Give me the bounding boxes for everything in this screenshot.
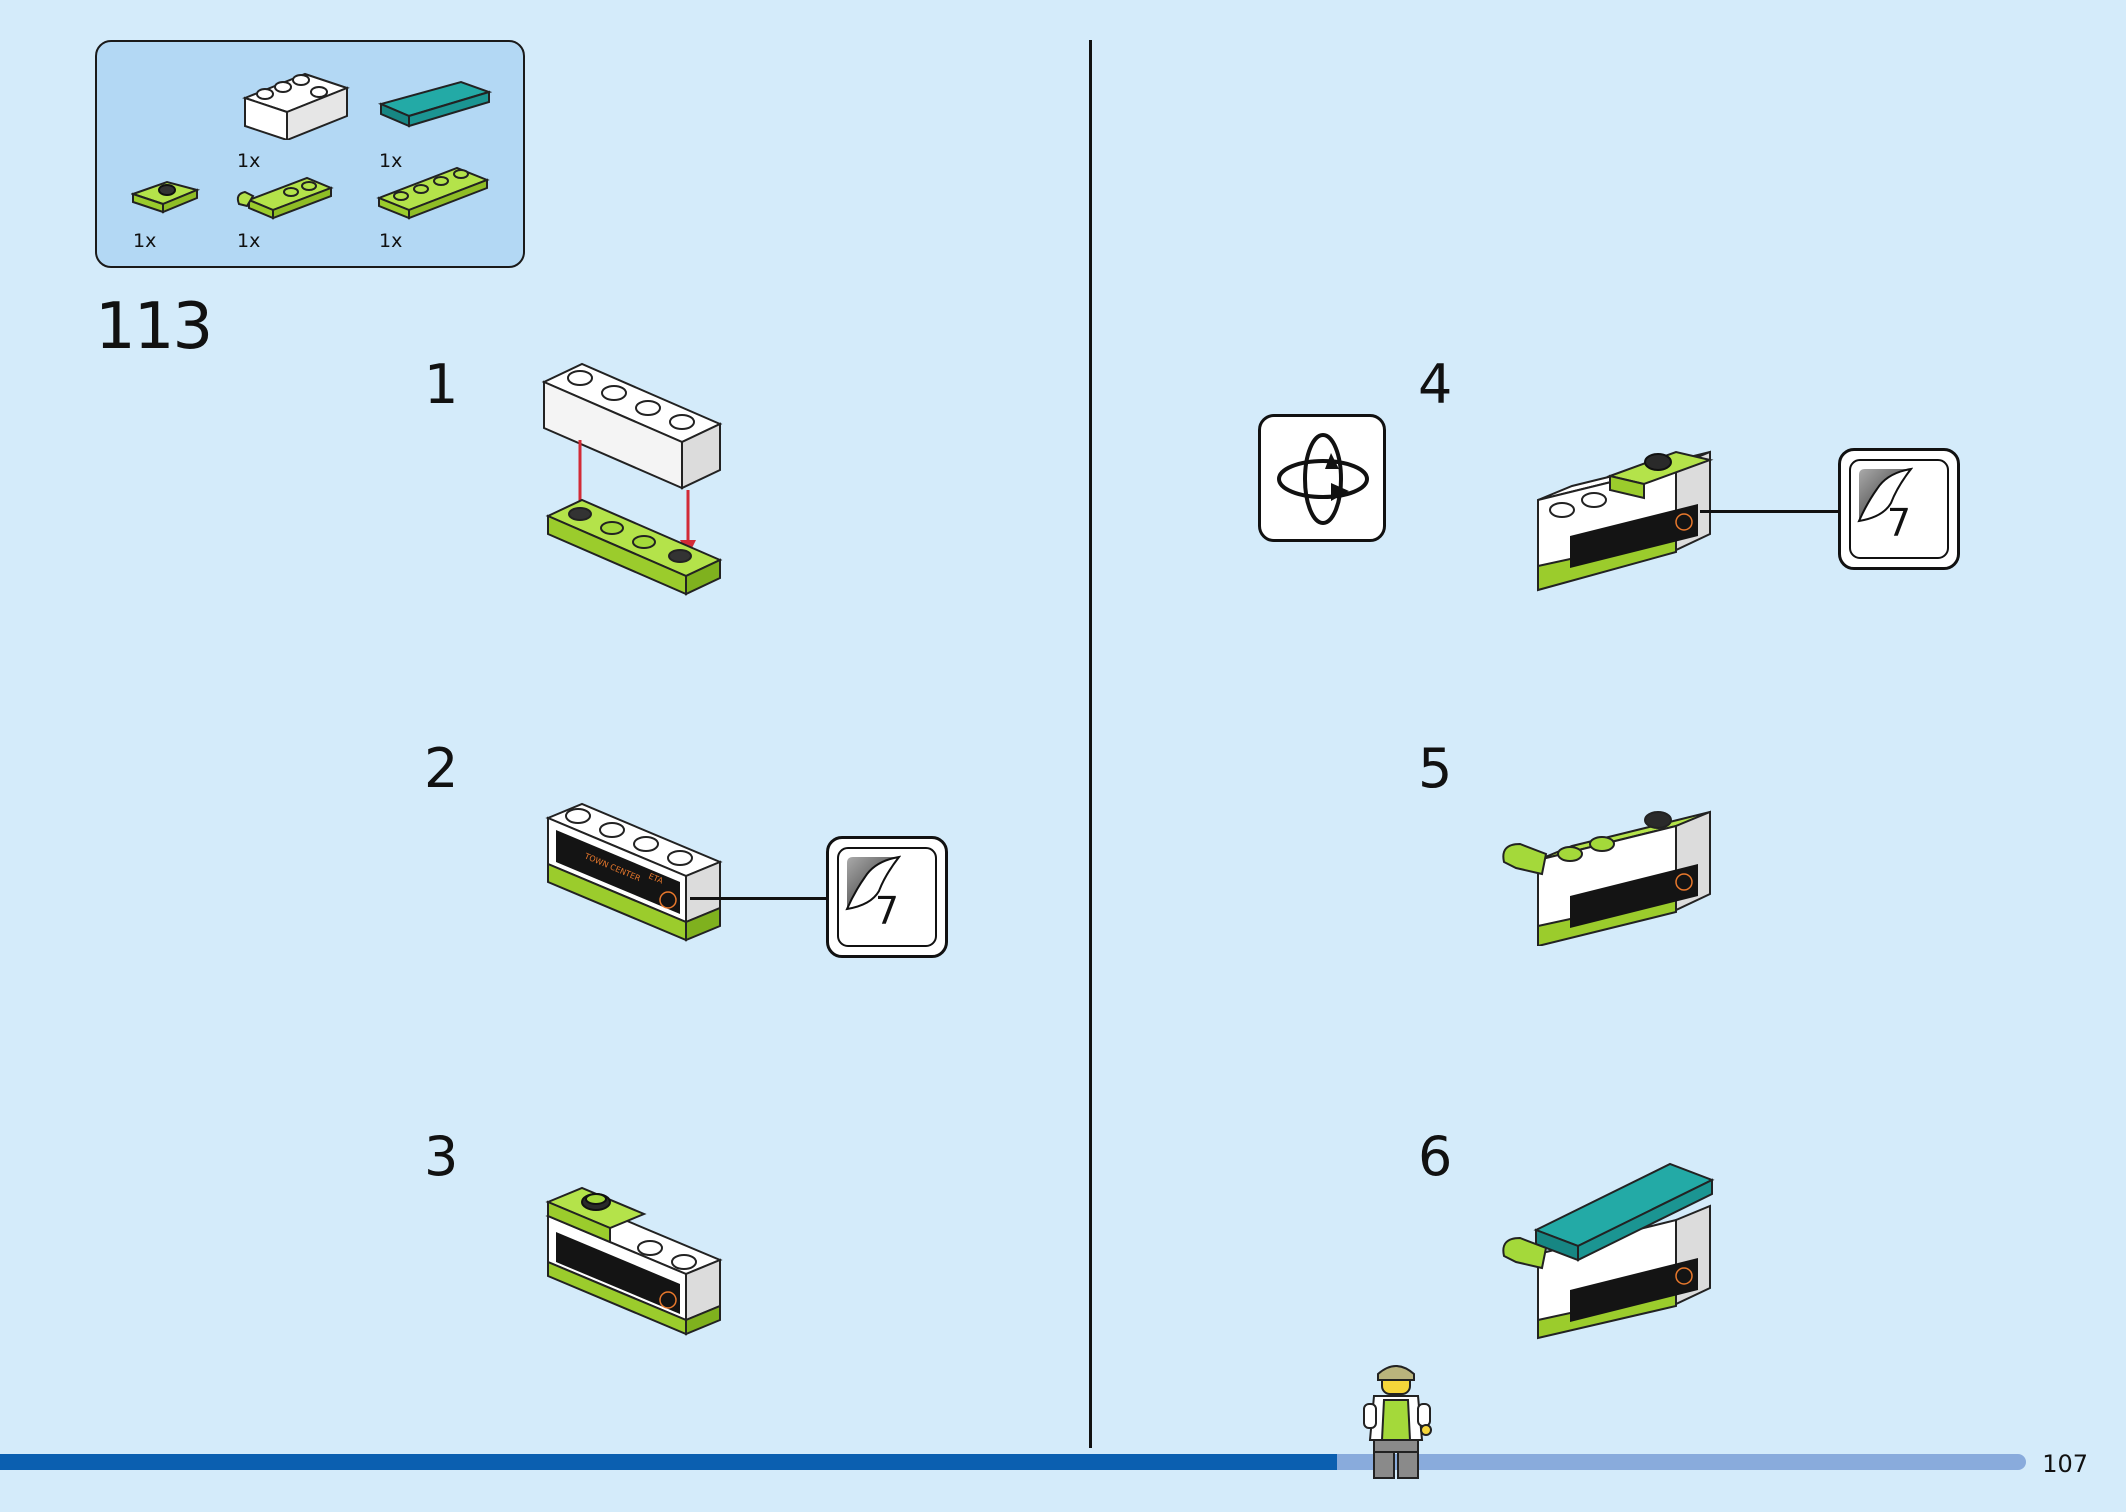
sticker-peel-icon	[1857, 467, 1913, 523]
step-number: 3	[424, 1125, 459, 1188]
sticker-callout: 7	[826, 836, 948, 958]
part-qty: 1x	[237, 150, 261, 172]
step-number: 1	[424, 353, 459, 416]
minifigure-icon	[1363, 1365, 1432, 1479]
part-qty: 1x	[379, 230, 403, 252]
step-number: 2	[424, 737, 459, 800]
step-number: 5	[1418, 737, 1453, 800]
sticker-callout: 7	[1838, 448, 1960, 570]
progress-fill	[0, 1454, 1338, 1470]
lime-plate-1x4-icon	[376, 166, 490, 220]
step-1-illustration	[541, 362, 723, 596]
step-number: 4	[1418, 353, 1453, 416]
sticker-leader-line	[690, 897, 830, 900]
white-brick-1x4-icon	[242, 72, 350, 140]
rotate-model-icon	[1277, 433, 1369, 525]
part-qty: 1x	[237, 230, 261, 252]
step-4-illustration	[1537, 450, 1714, 592]
part-qty: 1x	[379, 150, 403, 172]
step-2-illustration: TOWN CENTER ETA	[545, 802, 723, 942]
step-6-illustration	[1502, 1162, 1715, 1340]
lime-plate-with-clips-icon	[236, 176, 334, 220]
part-qty: 1x	[133, 230, 157, 252]
page-step-number: 113	[95, 290, 213, 364]
sticker-number: 7	[874, 889, 900, 933]
teal-tile-1x4-icon	[377, 80, 493, 128]
page-number: 107	[2042, 1450, 2088, 1478]
sticker-peel-icon	[845, 855, 901, 911]
lime-plate-1x2-with-stud-icon	[131, 180, 201, 214]
step-number: 6	[1418, 1125, 1453, 1188]
step-5-illustration	[1502, 810, 1711, 946]
rotate-model-callout	[1258, 414, 1386, 542]
sticker-number: 7	[1886, 501, 1912, 545]
sticker-leader-line	[1700, 510, 1842, 513]
step-3-illustration	[545, 1186, 723, 1336]
page-divider	[1089, 40, 1092, 1448]
parts-list-callout: 1x 1x 1x 1x 1x	[95, 40, 525, 268]
